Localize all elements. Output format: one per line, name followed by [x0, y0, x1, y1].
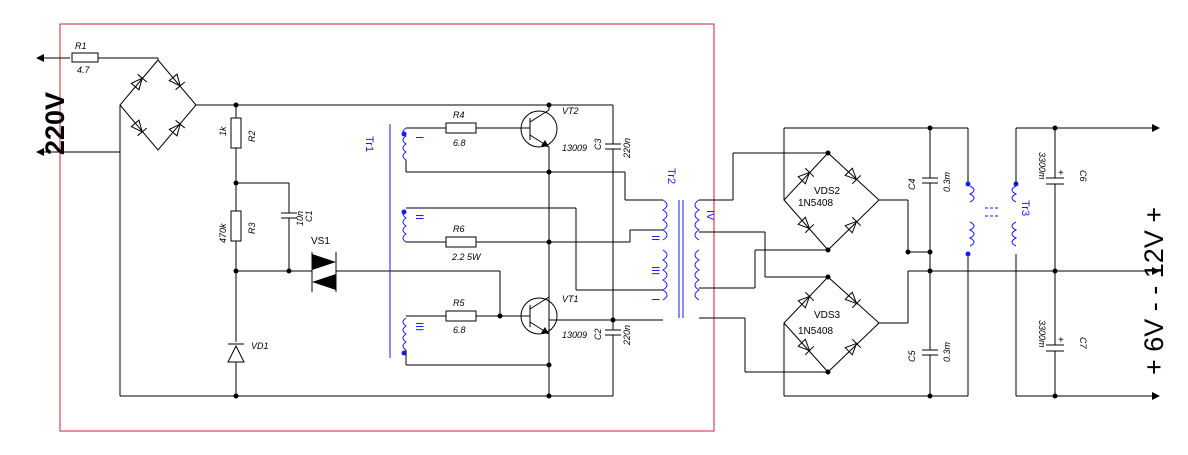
R6-ref-label: R6	[453, 224, 465, 234]
VDS2-ref-label: VDS2	[814, 186, 841, 197]
bridge-rectifier-VDS2: VDS2 1N5408	[783, 152, 880, 251]
output-rails: + 6V - - 12V +	[930, 124, 1169, 400]
VDS3-value-label: 1N5408	[798, 326, 833, 337]
board-outline	[59, 23, 715, 432]
capacitor-C2: C2 220n	[593, 320, 632, 396]
output-filter	[783, 127, 968, 397]
capacitor-C6: + C6 3300m	[1037, 128, 1088, 271]
C6-value-label: 3300m	[1037, 152, 1047, 180]
C1-value-label: 10n	[295, 211, 305, 226]
transistor-VT1: VT1 13009	[520, 294, 587, 340]
C2-ref-label: C2	[593, 328, 603, 340]
capacitor-C3: C3 220n	[593, 105, 632, 320]
R1-ref-label: R1	[75, 41, 87, 51]
VDS3-ref-label: VDS3	[814, 310, 841, 321]
svg-text:+: +	[1058, 335, 1064, 346]
VD1-ref-label: VD1	[251, 341, 269, 351]
R5-ref-label: R5	[453, 298, 465, 308]
C1-ref-label: C1	[304, 210, 314, 222]
transistor-VT2: VT2 13009	[520, 105, 587, 396]
Tr2-winding-II-label: II	[649, 235, 661, 241]
svg-text:+: +	[1058, 168, 1064, 179]
C5-ref-label: C5	[907, 350, 917, 362]
resistor-R2: R2 1k	[218, 105, 257, 211]
VT1-ref-label: VT1	[562, 294, 579, 304]
Tr2-winding-IV-label: IV	[704, 210, 716, 221]
R2-ref-label: R2	[247, 130, 257, 142]
C7-value-label: 3300m	[1037, 320, 1047, 348]
transformer-Tr2: Tr2 I II III IV	[549, 152, 828, 373]
input-bridge-rectifier	[119, 58, 613, 152]
C5-value-label: 0.3m	[942, 341, 952, 362]
C4-ref-label: C4	[907, 178, 917, 190]
Tr1-winding-I-label: I	[413, 136, 425, 139]
resistor-R6: R6 2.2 5W	[445, 224, 549, 262]
C3-value-label: 220n	[622, 138, 632, 159]
VT1-value-label: 13009	[562, 330, 587, 340]
transformer-Tr1: Tr1 I II III	[363, 124, 625, 366]
resistor-R3: R3 470k	[218, 210, 257, 342]
Tr2-winding-III-label: III	[649, 266, 661, 275]
R6-value-label: 2.2 5W	[451, 252, 482, 262]
R2-value-label: 1k	[218, 126, 228, 136]
VT2-ref-label: VT2	[562, 106, 579, 116]
C7-ref-label: C7	[1078, 337, 1088, 349]
capacitor-C7: + C7 3300m	[1037, 271, 1088, 396]
diode-VD1: VD1	[227, 341, 269, 396]
R4-value-label: 6.8	[453, 138, 466, 148]
C4-value-label: 0.3m	[942, 171, 952, 192]
C6-ref-label: C6	[1078, 170, 1088, 182]
bridge-rectifier-VDS3: VDS3 1N5408	[783, 276, 880, 373]
R3-value-label: 470k	[218, 223, 228, 243]
R3-ref-label: R3	[247, 222, 257, 234]
Tr1-winding-II-label: II	[413, 214, 425, 220]
Tr2-ref-label: Tr2	[665, 168, 677, 184]
capacitor-C1: C1 10n	[236, 182, 314, 271]
R5-value-label: 6.8	[453, 325, 466, 335]
resistor-R5: R5 6.8	[445, 298, 527, 335]
Tr1-ref-label: Tr1	[363, 136, 375, 152]
Tr1-winding-III-label: III	[413, 322, 425, 331]
Tr2-winding-I-label: I	[649, 298, 661, 301]
R4-ref-label: R4	[453, 110, 465, 120]
VT2-value-label: 13009	[562, 143, 587, 153]
VDS2-value-label: 1N5408	[798, 198, 833, 209]
input-voltage-label: 220V	[40, 92, 70, 155]
resistor-R4: R4 6.8	[445, 110, 527, 148]
diac-VS1: VS1	[236, 236, 500, 292]
C3-ref-label: C3	[593, 138, 603, 150]
Tr3-ref-label: Tr3	[1019, 200, 1031, 216]
output-voltage-label: + 6V - - 12V +	[1139, 207, 1169, 375]
C2-value-label: 220n	[622, 325, 632, 346]
resistor-R1: R1 4.7	[71, 41, 158, 75]
transformer-Tr3: Tr3	[965, 128, 1031, 396]
R1-value-label: 4.7	[77, 65, 91, 75]
VS1-ref-label: VS1	[311, 236, 330, 247]
ac-input: 220V	[36, 54, 120, 156]
